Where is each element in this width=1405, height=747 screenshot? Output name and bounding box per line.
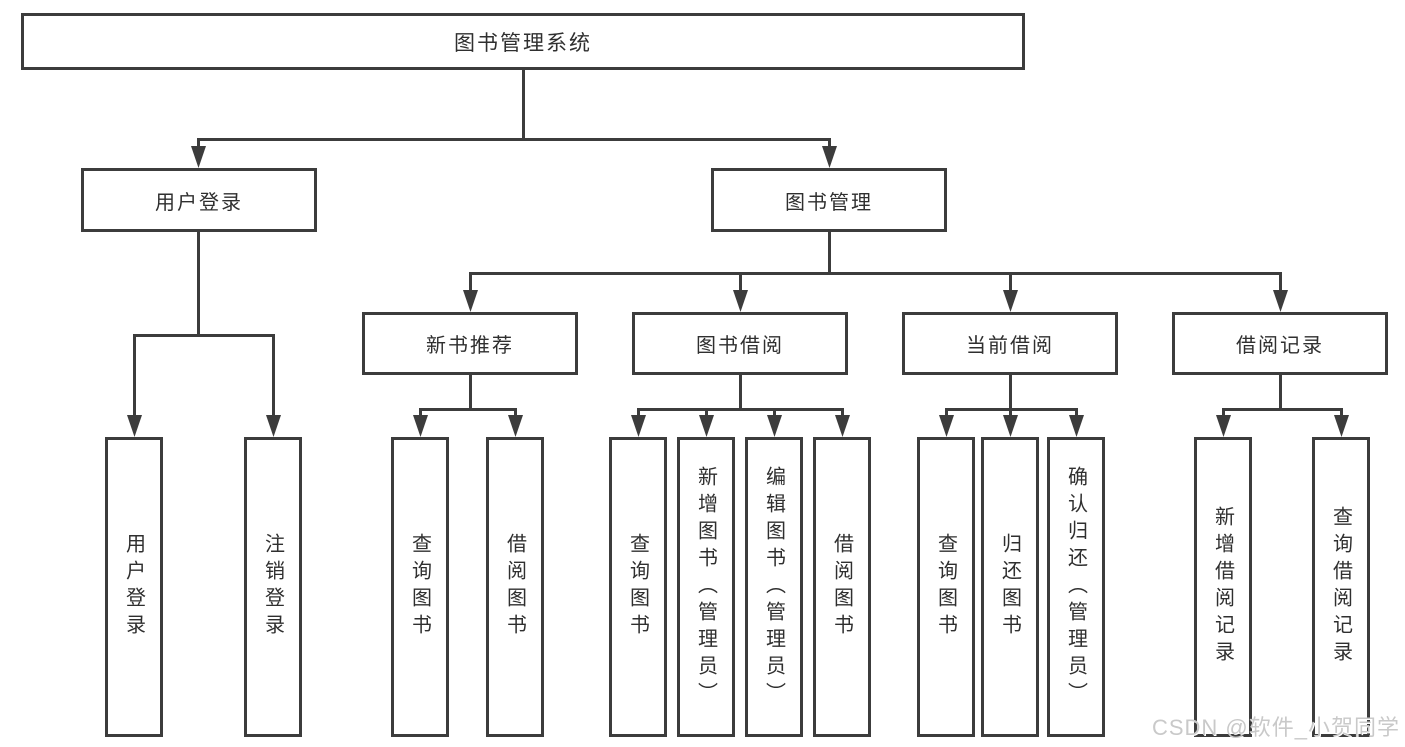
connector-current-borrow-branch xyxy=(939,375,1084,437)
arrow-down-icon xyxy=(733,290,748,312)
node-book-management: 图书管理 xyxy=(711,168,947,232)
leaf-user-login: 用户登录 xyxy=(105,437,163,737)
node-label: 查询图书 xyxy=(626,533,649,641)
connector-new-book-branch xyxy=(413,375,523,437)
connector-borrow-records-branch xyxy=(1216,375,1349,437)
connector-book-management-branch xyxy=(463,232,1288,312)
leaf-return-books: 归还图书 xyxy=(981,437,1039,737)
node-label: 确认归还（管理员） xyxy=(1064,465,1087,709)
arrow-down-icon xyxy=(508,415,523,437)
arrow-down-icon xyxy=(1216,415,1231,437)
arrow-down-icon xyxy=(835,415,850,437)
connector-user-login-branch xyxy=(127,232,281,437)
arrow-down-icon xyxy=(1334,415,1349,437)
leaf-query-borrow-record: 查询借阅记录 xyxy=(1312,437,1370,737)
node-label: 图书借阅 xyxy=(696,335,784,357)
arrow-down-icon xyxy=(699,415,714,437)
arrow-down-icon xyxy=(266,415,281,437)
arrow-down-icon xyxy=(822,146,837,168)
node-current-borrow: 当前借阅 xyxy=(902,312,1118,375)
node-label: 图书管理系统 xyxy=(454,31,592,55)
node-label: 借阅图书 xyxy=(830,533,853,641)
leaf-query-books-recommend: 查询图书 xyxy=(391,437,449,737)
node-borrow-records: 借阅记录 xyxy=(1172,312,1388,375)
node-label: 查询借阅记录 xyxy=(1329,506,1352,668)
node-label: 查询图书 xyxy=(408,533,431,641)
leaf-logout: 注销登录 xyxy=(244,437,302,737)
node-label: 用户登录 xyxy=(122,533,145,641)
arrow-down-icon xyxy=(191,146,206,168)
node-label: 新增图书（管理员） xyxy=(694,465,717,709)
leaf-query-books-borrow: 查询图书 xyxy=(609,437,667,737)
node-label: 新书推荐 xyxy=(426,335,514,357)
node-label: 归还图书 xyxy=(998,533,1021,641)
node-label: 用户登录 xyxy=(155,191,243,214)
arrow-down-icon xyxy=(1003,415,1018,437)
leaf-confirm-return-admin: 确认归还（管理员） xyxy=(1047,437,1105,737)
node-label: 新增借阅记录 xyxy=(1211,506,1234,668)
arrow-down-icon xyxy=(413,415,428,437)
leaf-edit-books-admin: 编辑图书（管理员） xyxy=(745,437,803,737)
leaf-add-borrow-record: 新增借阅记录 xyxy=(1194,437,1252,737)
arrow-down-icon xyxy=(127,415,142,437)
arrow-down-icon xyxy=(939,415,954,437)
node-book-borrow: 图书借阅 xyxy=(632,312,848,375)
node-new-book-recommend: 新书推荐 xyxy=(362,312,578,375)
arrow-down-icon xyxy=(1273,290,1288,312)
node-label: 图书管理 xyxy=(785,191,873,214)
arrow-down-icon xyxy=(1069,415,1084,437)
arrow-down-icon xyxy=(463,290,478,312)
leaf-borrow-books-recommend: 借阅图书 xyxy=(486,437,544,737)
leaf-borrow-books: 借阅图书 xyxy=(813,437,871,737)
node-user-login: 用户登录 xyxy=(81,168,317,232)
connector-book-borrow-branch xyxy=(631,375,850,437)
node-root-library-system: 图书管理系统 xyxy=(21,13,1025,70)
connector-root-branch xyxy=(191,70,837,168)
leaf-query-books-current: 查询图书 xyxy=(917,437,975,737)
node-label: 当前借阅 xyxy=(966,335,1054,357)
csdn-watermark: CSDN @软件_小贺同学 xyxy=(1151,715,1400,740)
leaf-add-books-admin: 新增图书（管理员） xyxy=(677,437,735,737)
node-label: 借阅记录 xyxy=(1236,335,1324,357)
arrow-down-icon xyxy=(1003,290,1018,312)
node-label: 借阅图书 xyxy=(503,533,526,641)
node-label: 查询图书 xyxy=(934,533,957,641)
node-label: 注销登录 xyxy=(261,533,284,641)
arrow-down-icon xyxy=(631,415,646,437)
arrow-down-icon xyxy=(767,415,782,437)
node-label: 编辑图书（管理员） xyxy=(762,465,785,709)
